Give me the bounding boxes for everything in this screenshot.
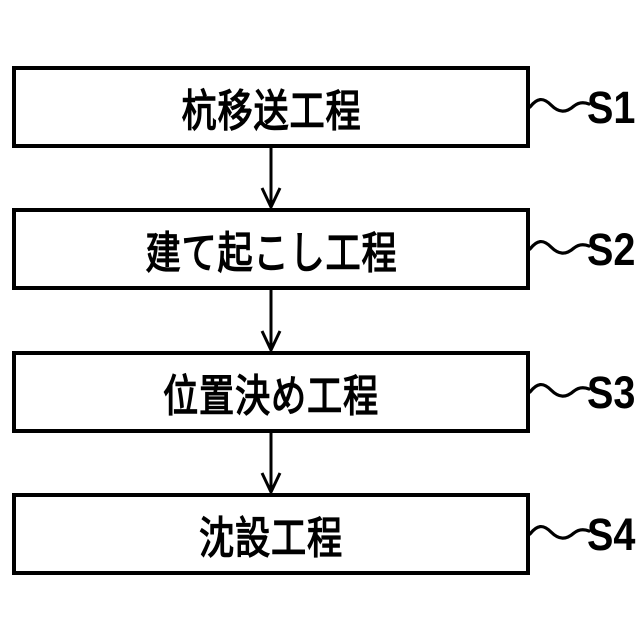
tilde-connector-icon: [529, 383, 591, 398]
tilde-connector-icon: [529, 525, 591, 540]
process-box-s3: 位置決め工程: [12, 351, 530, 433]
step-reference-label: S4: [587, 509, 636, 560]
step-reference-label: S3: [587, 367, 636, 418]
process-box-label: 建て起こし工程: [145, 229, 397, 278]
process-box-label: 杭移送工程: [181, 87, 361, 136]
tilde-connector-icon: [529, 240, 591, 255]
process-box-s2: 建て起こし工程: [12, 208, 530, 290]
down-arrow-icon: [260, 290, 282, 351]
process-box-label: 沈設工程: [199, 514, 343, 563]
process-box-s4: 沈設工程: [12, 493, 530, 575]
down-arrow-icon: [260, 148, 282, 208]
down-arrow-icon: [260, 433, 282, 493]
process-box-label: 位置決め工程: [163, 372, 379, 421]
step-reference-label: S2: [587, 224, 636, 275]
step-reference-label: S1: [587, 82, 636, 133]
process-box-s1: 杭移送工程: [12, 66, 530, 148]
tilde-connector-icon: [529, 98, 591, 113]
